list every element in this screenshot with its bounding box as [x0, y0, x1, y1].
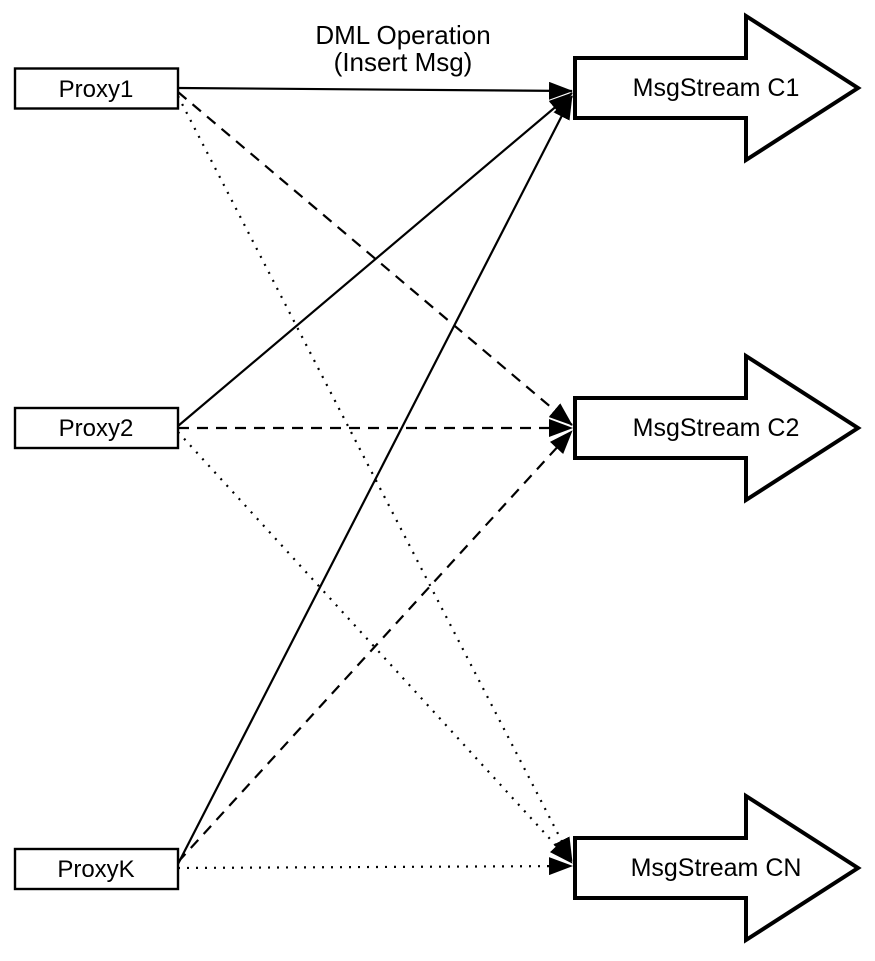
- connector-proxyk-to-c1: [177, 95, 573, 865]
- proxy1-label: Proxy1: [59, 76, 134, 103]
- proxyk-box: [13, 847, 180, 891]
- msgstream-c1-label: MsgStream C1: [633, 74, 800, 102]
- connector-proxy2-to-cn: [177, 431, 573, 864]
- proxyk-label: ProxyK: [57, 856, 134, 883]
- connector-proxyk-to-cn: [177, 857, 573, 876]
- msgstream-cn-label: MsgStream CN: [631, 854, 802, 882]
- connector-proxyk-to-c2: [177, 430, 573, 863]
- msgstream-c1-arrow-shape: [573, 12, 862, 164]
- msgstream-c2-label: MsgStream C2: [633, 414, 800, 442]
- dml-operation-label-line1: DML Operation: [315, 20, 490, 50]
- msgstream-c2-arrow-shape: [573, 352, 862, 504]
- proxy1-box: [13, 67, 180, 110]
- connector-proxy2-to-c1: [177, 92, 573, 427]
- msgstream-cn-arrow-shape: [573, 792, 862, 944]
- proxy2-label: Proxy2: [59, 415, 134, 442]
- dml-operation-label-line2: (Insert Msg): [334, 47, 473, 77]
- connector-proxy1-to-c2: [177, 91, 573, 426]
- connector-proxy1-to-c1: [177, 81, 573, 100]
